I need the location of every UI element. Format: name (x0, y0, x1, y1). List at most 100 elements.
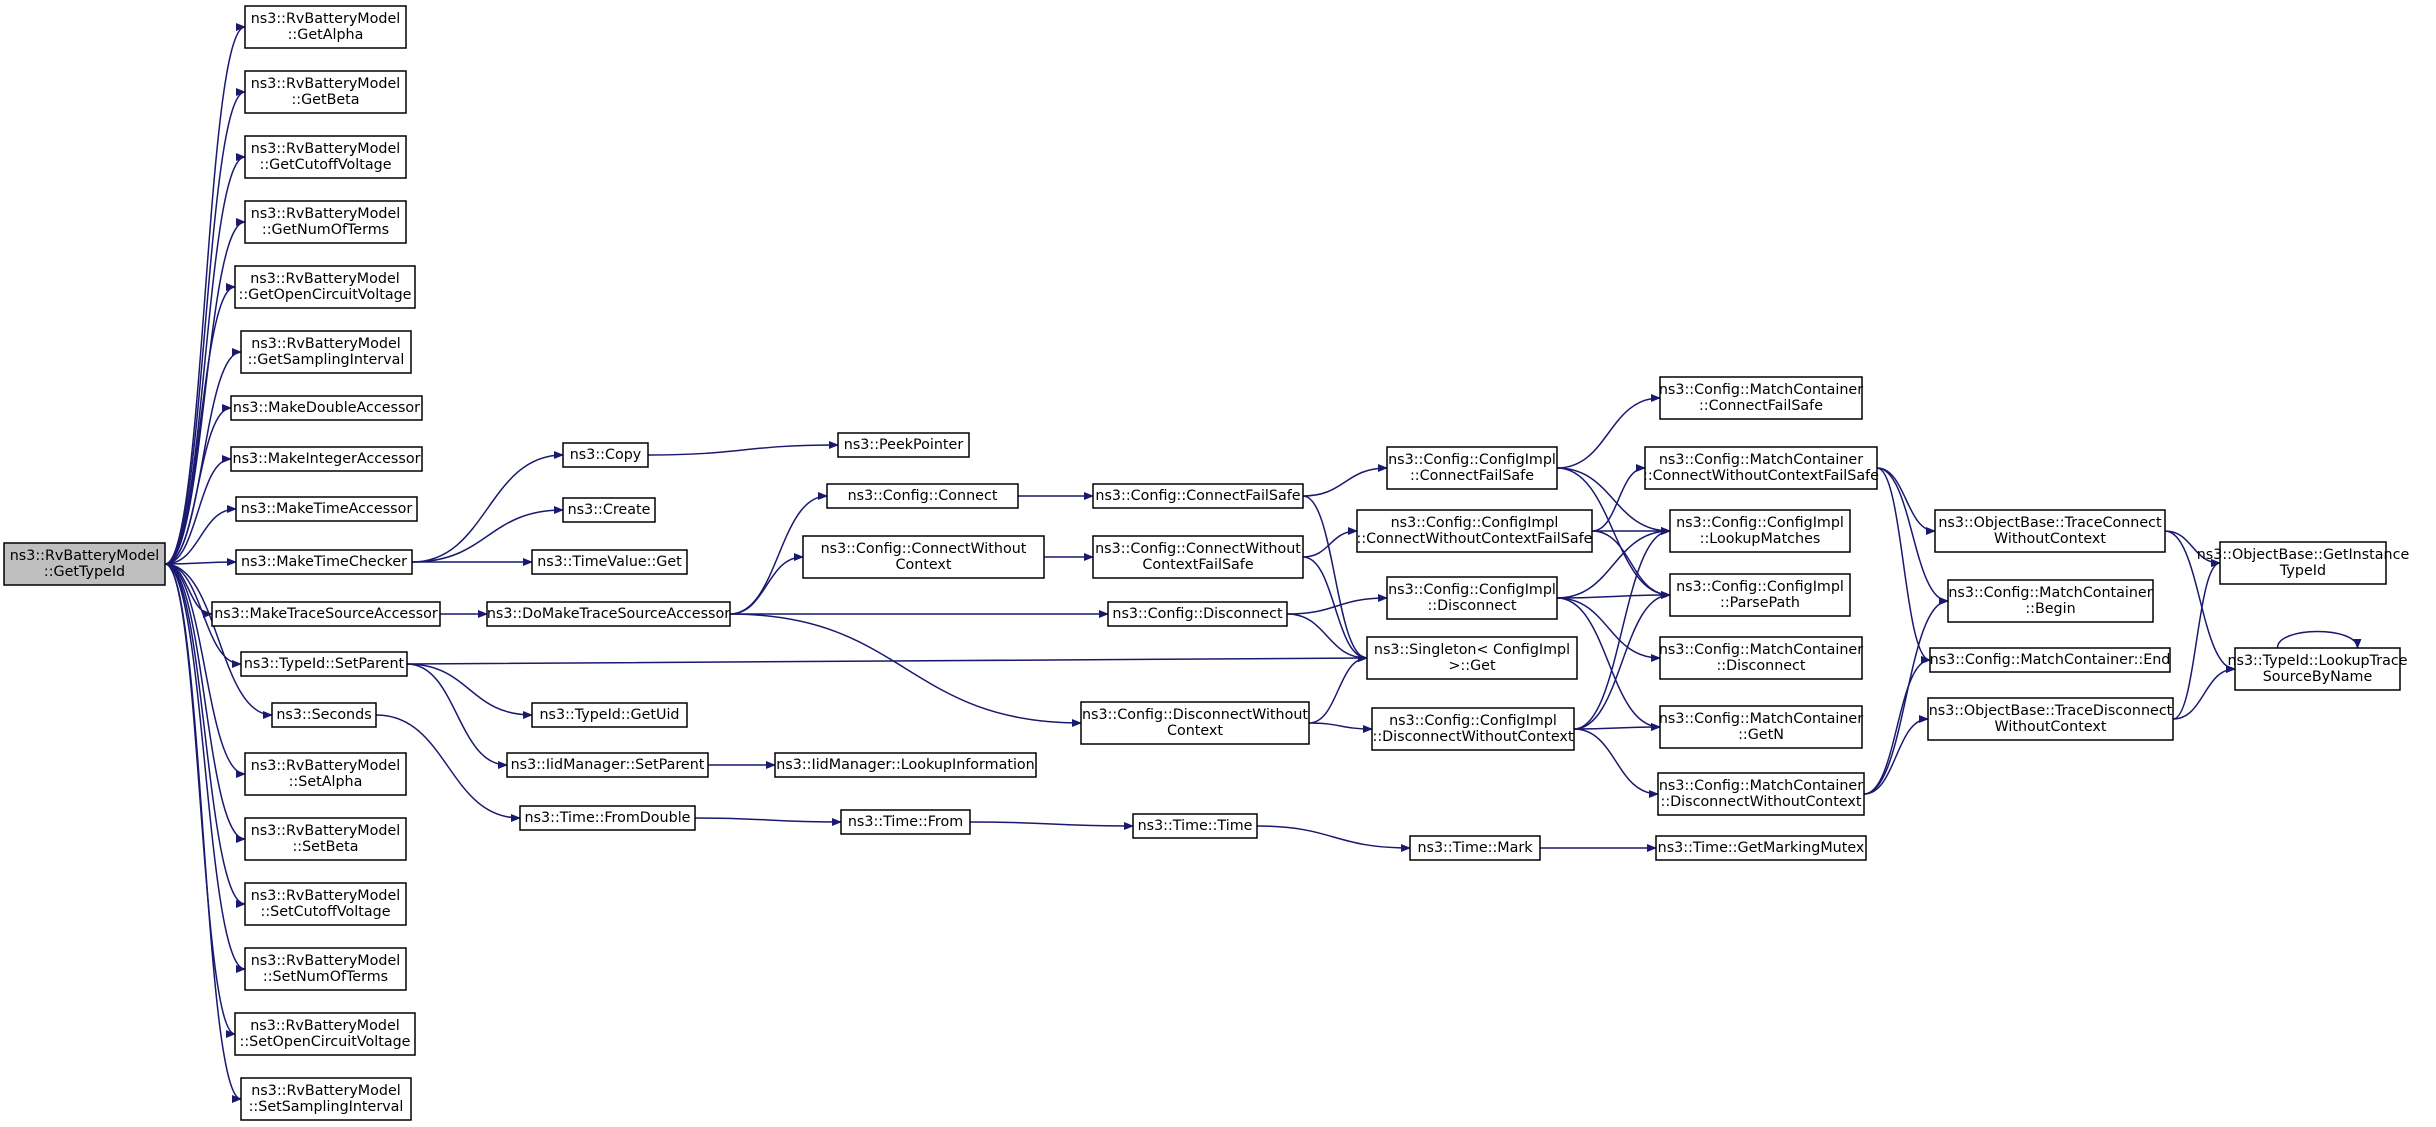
node-makeDouble[interactable]: ns3::MakeDoubleAccessor (230, 395, 423, 421)
node-setCutoff[interactable]: ns3::RvBatteryModel::SetCutoffVoltage (244, 882, 407, 926)
node-timeFromDouble[interactable]: ns3::Time::FromDouble (519, 805, 696, 831)
edge-implDisconnect-to-implLookupMatches (1556, 527, 1671, 599)
node-makeTimeChecker[interactable]: ns3::MakeTimeChecker (235, 549, 413, 575)
node-implParsePath[interactable]: ns3::Config::ConfigImpl::ParsePath (1669, 573, 1851, 617)
edge-setParent-to-typeIdGetUid (406, 663, 533, 719)
node-makeTrace[interactable]: ns3::MakeTraceSourceAccessor (211, 601, 441, 627)
node-obTraceDisconnectWithout[interactable]: ns3::ObjectBase::TraceDisconnectWithoutC… (1927, 697, 2174, 741)
node-makeInteger[interactable]: ns3::MakeIntegerAccessor (230, 446, 423, 472)
node-peekPointer[interactable]: ns3::PeekPointer (837, 432, 970, 458)
node-label-line: ::GetSamplingInterval (248, 352, 405, 368)
node-getSampling[interactable]: ns3::RvBatteryModel::GetSamplingInterval (240, 330, 412, 374)
node-configConnectWithoutFS[interactable]: ns3::Config::ConnectWithoutContextFailSa… (1092, 535, 1304, 579)
node-implConnectWithoutFS[interactable]: ns3::Config::ConfigImpl::ConnectWithoutC… (1356, 509, 1593, 553)
node-timeMark[interactable]: ns3::Time::Mark (1409, 835, 1541, 861)
node-label-line: ns3::TypeId::SetParent (244, 656, 405, 672)
node-implLookupMatches[interactable]: ns3::Config::ConfigImpl::LookupMatches (1669, 509, 1851, 553)
node-label-line: ns3::TypeId::LookupTrace (2227, 653, 2407, 669)
node-mcDisconnect[interactable]: ns3::Config::MatchContainer::Disconnect (1659, 636, 1863, 680)
node-box (244, 947, 407, 991)
node-configDisconnectWithout[interactable]: ns3::Config::DisconnectWithoutContext (1080, 701, 1310, 745)
node-setBeta[interactable]: ns3::RvBatteryModel::SetBeta (244, 817, 407, 861)
node-box (240, 1077, 412, 1121)
node-configConnectFailSafe[interactable]: ns3::Config::ConnectFailSafe (1092, 483, 1304, 509)
node-mcGetN[interactable]: ns3::Config::MatchContainer::GetN (1659, 705, 1863, 749)
node-mcEnd[interactable]: ns3::Config::MatchContainer::End (1929, 647, 2171, 673)
node-timeTime[interactable]: ns3::Time::Time (1132, 813, 1258, 839)
node-setParent[interactable]: ns3::TypeId::SetParent (240, 651, 408, 677)
node-mcDisconnectWithout[interactable]: ns3::Config::MatchContainer::DisconnectW… (1657, 772, 1865, 816)
edge-mcConnectWithoutFS-to-mcBegin (1876, 467, 1949, 605)
node-makeTimeAcc[interactable]: ns3::MakeTimeAccessor (235, 496, 418, 522)
node-label-line: Context (895, 557, 951, 573)
node-setNumTerms[interactable]: ns3::RvBatteryModel::SetNumOfTerms (244, 947, 407, 991)
node-box (1644, 446, 1878, 490)
node-seconds[interactable]: ns3::Seconds (271, 702, 377, 728)
node-label-line: ns3::RvBatteryModel (251, 1083, 400, 1099)
node-box (519, 805, 696, 831)
node-timeValueGet[interactable]: ns3::TimeValue::Get (531, 549, 688, 575)
edge-root-to-setSampling (164, 563, 242, 1103)
node-configConnect[interactable]: ns3::Config::Connect (826, 483, 1019, 509)
edge-configConnectFailSafe-to-singletonGet (1302, 495, 1368, 662)
node-label-line: ::SetBeta (292, 839, 358, 855)
node-getBeta[interactable]: ns3::RvBatteryModel::GetBeta (244, 70, 407, 114)
node-label-line: ns3::RvBatteryModel (251, 141, 400, 157)
node-label-line: ns3::Config::DisconnectWithout (1082, 707, 1308, 723)
node-obTraceConnectWithout[interactable]: ns3::ObjectBase::TraceConnectWithoutCont… (1934, 509, 2166, 553)
node-label-line: ::GetAlpha (288, 27, 364, 43)
node-copy[interactable]: ns3::Copy (562, 442, 649, 468)
edge-root-to-makeDouble (164, 404, 232, 565)
node-configDisconnect[interactable]: ns3::Config::Disconnect (1107, 601, 1288, 627)
node-label-line: ns3::Time::Mark (1417, 840, 1533, 856)
node-label-line: ::ParsePath (1720, 595, 1800, 611)
node-label-line: ns3::Config::ConfigImpl (1388, 582, 1556, 598)
node-box (1659, 636, 1863, 680)
node-label-line: ::SetOpenCircuitVoltage (240, 1034, 411, 1050)
node-doMakeTrace[interactable]: ns3::DoMakeTraceSourceAccessor (486, 601, 731, 627)
node-timeGetMarkingMutex[interactable]: ns3::Time::GetMarkingMutex (1655, 835, 1867, 861)
node-root[interactable]: ns3::RvBatteryModel::GetTypeId (3, 542, 166, 586)
node-setSampling[interactable]: ns3::RvBatteryModel::SetSamplingInterval (240, 1077, 412, 1121)
node-box (1386, 446, 1558, 490)
node-timeFrom[interactable]: ns3::Time::From (840, 809, 971, 835)
node-box (1386, 576, 1558, 620)
node-label-line: ns3::Config::ConnectWithout (821, 541, 1027, 557)
node-mcConnectFailSafe[interactable]: ns3::Config::MatchContainer::ConnectFail… (1659, 376, 1863, 420)
edge-timeFromDouble-to-timeFrom (694, 817, 842, 826)
node-mcBegin[interactable]: ns3::Config::MatchContainer::Begin (1947, 579, 2154, 623)
node-configConnectWithout[interactable]: ns3::Config::ConnectWithoutContext (802, 535, 1045, 579)
node-setAlpha[interactable]: ns3::RvBatteryModel::SetAlpha (244, 752, 407, 796)
node-box (531, 549, 688, 575)
node-label-line: ::SetSamplingInterval (249, 1099, 404, 1115)
node-box (1929, 647, 2171, 673)
node-box (774, 752, 1037, 778)
edge-implDisconnectWithout-to-implLookupMatches (1573, 527, 1671, 730)
node-getAlpha[interactable]: ns3::RvBatteryModel::GetAlpha (244, 5, 407, 49)
node-box (840, 809, 971, 835)
edge-timeFrom-to-timeTime (969, 821, 1134, 830)
node-getCutoff[interactable]: ns3::RvBatteryModel::GetCutoffVoltage (244, 135, 407, 179)
node-implDisconnectWithout[interactable]: ns3::Config::ConfigImpl::DisconnectWitho… (1371, 707, 1575, 751)
node-box (1092, 483, 1304, 509)
edge-root-to-makeTimeChecker (164, 558, 237, 567)
node-box (562, 497, 656, 523)
node-typeIdGetUid[interactable]: ns3::TypeId::GetUid (531, 702, 688, 728)
node-iidLookupInfo[interactable]: ns3::IidManager::LookupInformation (774, 752, 1037, 778)
node-setOpenCircuit[interactable]: ns3::RvBatteryModel::SetOpenCircuitVolta… (234, 1012, 416, 1056)
node-label-line: ns3::MakeIntegerAccessor (233, 451, 421, 467)
node-mcConnectWithoutFS[interactable]: ns3::Config::MatchContainer::ConnectWith… (1643, 446, 1879, 490)
node-getOpenCircuit[interactable]: ns3::RvBatteryModel::GetOpenCircuitVolta… (234, 265, 416, 309)
node-implDisconnect[interactable]: ns3::Config::ConfigImpl::Disconnect (1386, 576, 1558, 620)
node-iidSetParent[interactable]: ns3::IidManager::SetParent (506, 752, 709, 778)
node-label-line: ns3::ObjectBase::GetInstance (2197, 547, 2410, 563)
node-label-line: ns3::Config::MatchContainer (1659, 452, 1863, 468)
node-singletonGet[interactable]: ns3::Singleton< ConfigImpl >::Get (1366, 636, 1578, 680)
node-implConnectFailSafe[interactable]: ns3::Config::ConfigImpl::ConnectFailSafe (1386, 446, 1558, 490)
node-create[interactable]: ns3::Create (562, 497, 656, 523)
node-box (1371, 707, 1575, 751)
node-box (506, 752, 709, 778)
node-getNumTerms[interactable]: ns3::RvBatteryModel::GetNumOfTerms (244, 200, 407, 244)
